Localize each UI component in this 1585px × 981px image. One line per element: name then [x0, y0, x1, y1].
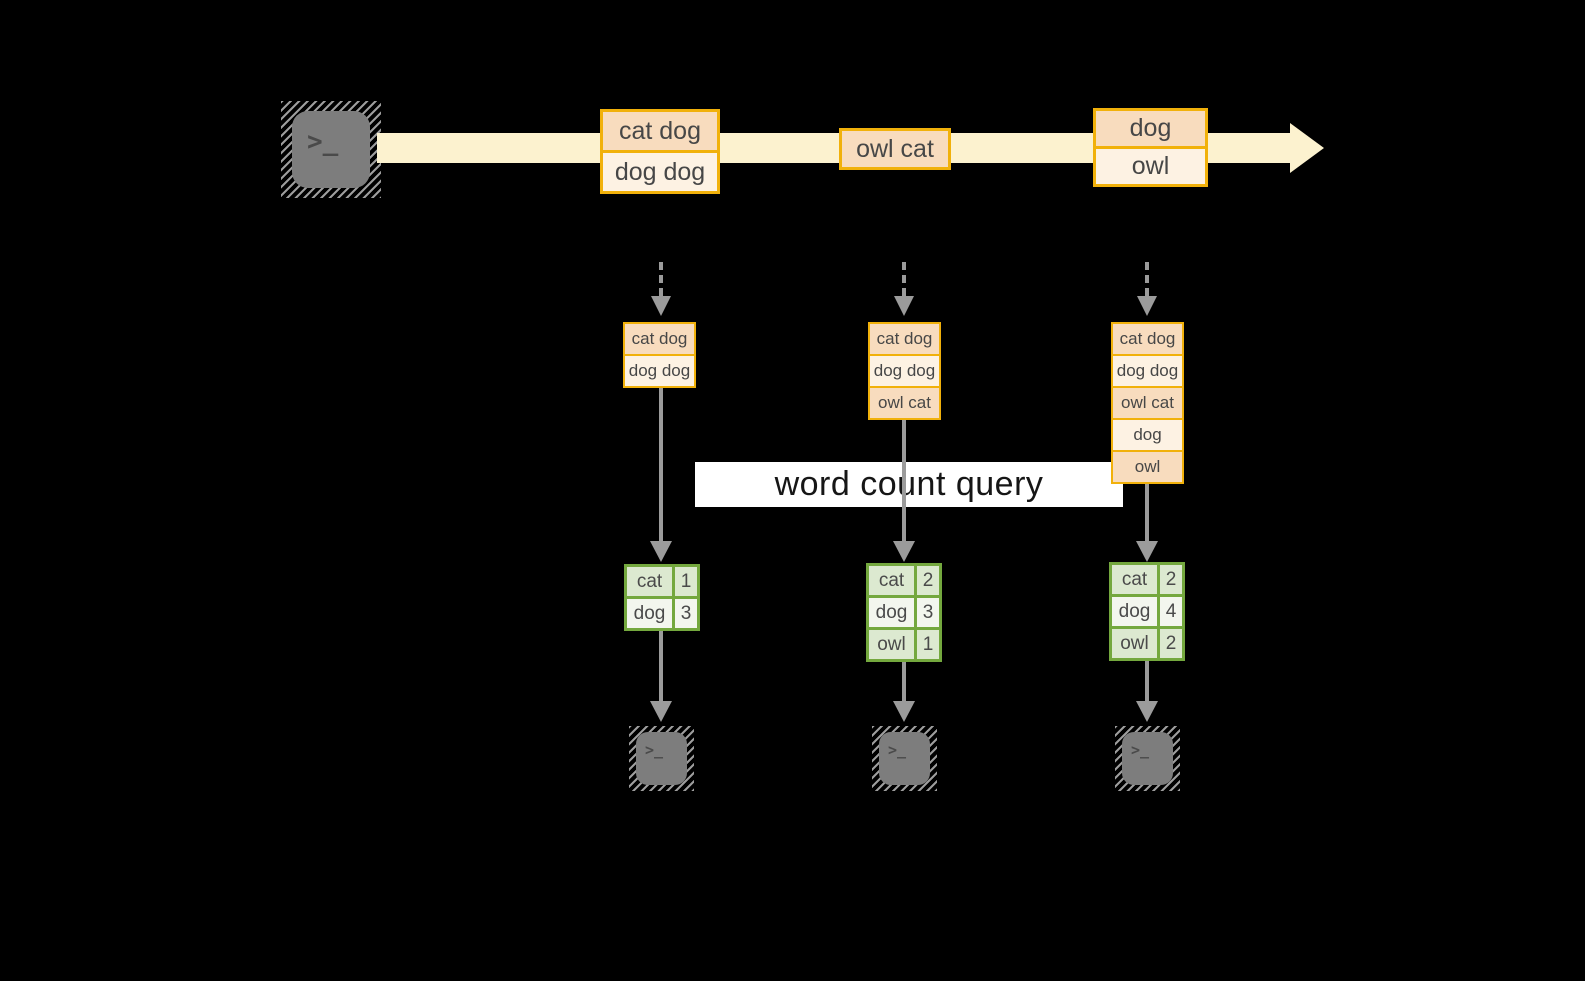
terminal-prompt-glyph: >_ — [307, 127, 339, 157]
terminal-screen: >_ — [292, 111, 370, 188]
output-arrowhead-icon — [1136, 701, 1158, 722]
event-line: cat dog — [603, 112, 717, 150]
word-cell: cat — [869, 566, 914, 595]
event-box-3: dog owl — [1093, 108, 1208, 187]
event-line: owl — [1096, 149, 1205, 184]
buffer-line: owl — [1113, 452, 1182, 482]
word-cell: owl — [869, 630, 914, 659]
stream-arrowhead-icon — [1290, 123, 1324, 173]
ingest-arrowhead-icon — [1137, 296, 1157, 316]
result-row: owl 2 — [1112, 629, 1182, 658]
buffer-stack-1: cat dog dog dog — [623, 322, 696, 388]
ingest-arrow-line — [1145, 262, 1149, 296]
buffer-line: dog dog — [1113, 356, 1182, 386]
result-row: dog 3 — [627, 599, 697, 628]
result-row: cat 2 — [869, 566, 939, 595]
word-cell: owl — [1112, 629, 1157, 658]
terminal-screen: >_ — [879, 732, 930, 785]
terminal-screen: >_ — [1122, 732, 1173, 785]
word-cell: dog — [869, 598, 914, 627]
buffer-stack-2: cat dog dog dog owl cat — [868, 322, 941, 420]
event-box-2: owl cat — [839, 128, 951, 170]
count-cell: 1 — [917, 630, 939, 659]
result-table-1: cat 1 dog 3 — [624, 564, 700, 631]
buffer-line: cat dog — [1113, 324, 1182, 354]
result-row: dog 3 — [869, 598, 939, 627]
output-arrowhead-icon — [893, 701, 915, 722]
count-cell: 3 — [675, 599, 697, 628]
result-row: cat 1 — [627, 567, 697, 596]
terminal-prompt-glyph: >_ — [888, 741, 907, 759]
event-line: dog — [1096, 111, 1205, 146]
query-band: word count query — [695, 462, 1123, 507]
ingest-arrowhead-icon — [651, 296, 671, 316]
output-arrow-line — [1145, 661, 1149, 701]
count-cell: 2 — [1160, 565, 1182, 594]
buffer-line: dog — [1113, 420, 1182, 450]
result-table-2: cat 2 dog 3 owl 1 — [866, 563, 942, 662]
event-line: owl cat — [842, 131, 948, 167]
count-cell: 3 — [917, 598, 939, 627]
ingest-arrow-line — [659, 262, 663, 296]
terminal-prompt-glyph: >_ — [1131, 741, 1150, 759]
process-arrow-line — [902, 420, 906, 541]
count-cell: 4 — [1160, 597, 1182, 626]
output-arrowhead-icon — [650, 701, 672, 722]
word-cell: cat — [627, 567, 672, 596]
output-arrow-line — [902, 662, 906, 701]
event-box-1: cat dog dog dog — [600, 109, 720, 194]
buffer-stack-3: cat dog dog dog owl cat dog owl — [1111, 322, 1184, 484]
count-cell: 2 — [917, 566, 939, 595]
event-line: dog dog — [603, 153, 717, 191]
buffer-line: owl cat — [870, 388, 939, 418]
result-row: dog 4 — [1112, 597, 1182, 626]
process-arrowhead-icon — [650, 541, 672, 562]
process-arrowhead-icon — [893, 541, 915, 562]
buffer-line: cat dog — [870, 324, 939, 354]
process-arrow-line — [1145, 484, 1149, 541]
word-cell: cat — [1112, 565, 1157, 594]
buffer-line: dog dog — [870, 356, 939, 386]
count-cell: 2 — [1160, 629, 1182, 658]
word-cell: dog — [627, 599, 672, 628]
process-arrowhead-icon — [1136, 541, 1158, 562]
ingest-arrowhead-icon — [894, 296, 914, 316]
process-arrow-line — [659, 388, 663, 541]
source-terminal-icon: >_ — [281, 101, 381, 198]
result-row: cat 2 — [1112, 565, 1182, 594]
output-terminal-icon: >_ — [1115, 726, 1180, 791]
terminal-screen: >_ — [636, 732, 687, 785]
word-cell: dog — [1112, 597, 1157, 626]
result-table-3: cat 2 dog 4 owl 2 — [1109, 562, 1185, 661]
result-row: owl 1 — [869, 630, 939, 659]
output-arrow-line — [659, 631, 663, 701]
query-label: word count query — [774, 465, 1044, 503]
ingest-arrow-line — [902, 262, 906, 296]
buffer-line: dog dog — [625, 356, 694, 386]
terminal-prompt-glyph: >_ — [645, 741, 664, 759]
output-terminal-icon: >_ — [629, 726, 694, 791]
buffer-line: owl cat — [1113, 388, 1182, 418]
count-cell: 1 — [675, 567, 697, 596]
output-terminal-icon: >_ — [872, 726, 937, 791]
buffer-line: cat dog — [625, 324, 694, 354]
